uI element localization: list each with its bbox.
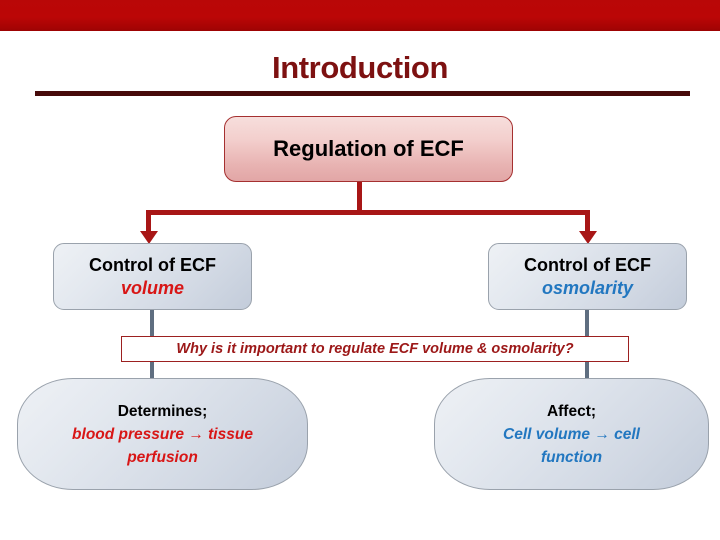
node-regulation-label: Regulation of ECF <box>273 136 464 161</box>
connector-right-lower <box>585 360 589 380</box>
node-control-of-ecf-volume: Control of ECF volume <box>53 243 252 310</box>
node-osmolarity-emphasis: osmolarity <box>541 277 634 298</box>
connector-root-stem <box>357 182 362 214</box>
connector-left-upper <box>150 310 154 338</box>
outcome-volume-line1: blood pressure → tissue <box>72 423 253 446</box>
node-outcome-volume: Determines; blood pressure → tissue perf… <box>17 378 308 490</box>
page-title: Introduction <box>272 50 448 85</box>
outcome-osmolarity-title: Affect; <box>546 402 597 420</box>
node-volume-emphasis: volume <box>120 277 185 298</box>
node-outcome-osmolarity: Affect; Cell volume → cell function <box>434 378 709 490</box>
outcome-volume-title: Determines; <box>117 402 208 420</box>
question-text: Why is it important to regulate ECF volu… <box>176 341 574 357</box>
outcome-osmolarity-line1: Cell volume → cell <box>503 423 640 446</box>
right-arrow-icon: → <box>594 425 610 443</box>
outcome-volume-line1-a: blood pressure <box>72 425 185 443</box>
arrowhead-down-left-icon <box>139 231 158 244</box>
outcome-volume-line1-b: tissue <box>208 425 253 443</box>
outcome-osmolarity-line1-b: cell <box>614 425 640 443</box>
question-banner: Why is it important to regulate ECF volu… <box>121 336 629 362</box>
node-volume-title: Control of ECF <box>89 254 216 275</box>
connector-right-upper <box>585 310 589 338</box>
node-control-of-ecf-osmolarity: Control of ECF osmolarity <box>488 243 687 310</box>
outcome-osmolarity-line2: function <box>540 448 603 466</box>
connector-drop-left <box>146 210 151 232</box>
right-arrow-icon: → <box>188 425 204 443</box>
outcome-osmolarity-line1-a: Cell volume <box>503 425 590 443</box>
arrowhead-down-right-icon <box>578 231 597 244</box>
title-divider <box>35 91 690 96</box>
outcome-volume-line2: perfusion <box>127 448 198 466</box>
connector-root-crossbar <box>146 210 590 215</box>
connector-left-lower <box>150 360 154 380</box>
node-regulation-of-ecf: Regulation of ECF <box>224 116 513 182</box>
connector-drop-right <box>585 210 590 232</box>
node-osmolarity-title: Control of ECF <box>524 254 651 275</box>
header-band <box>0 0 720 31</box>
